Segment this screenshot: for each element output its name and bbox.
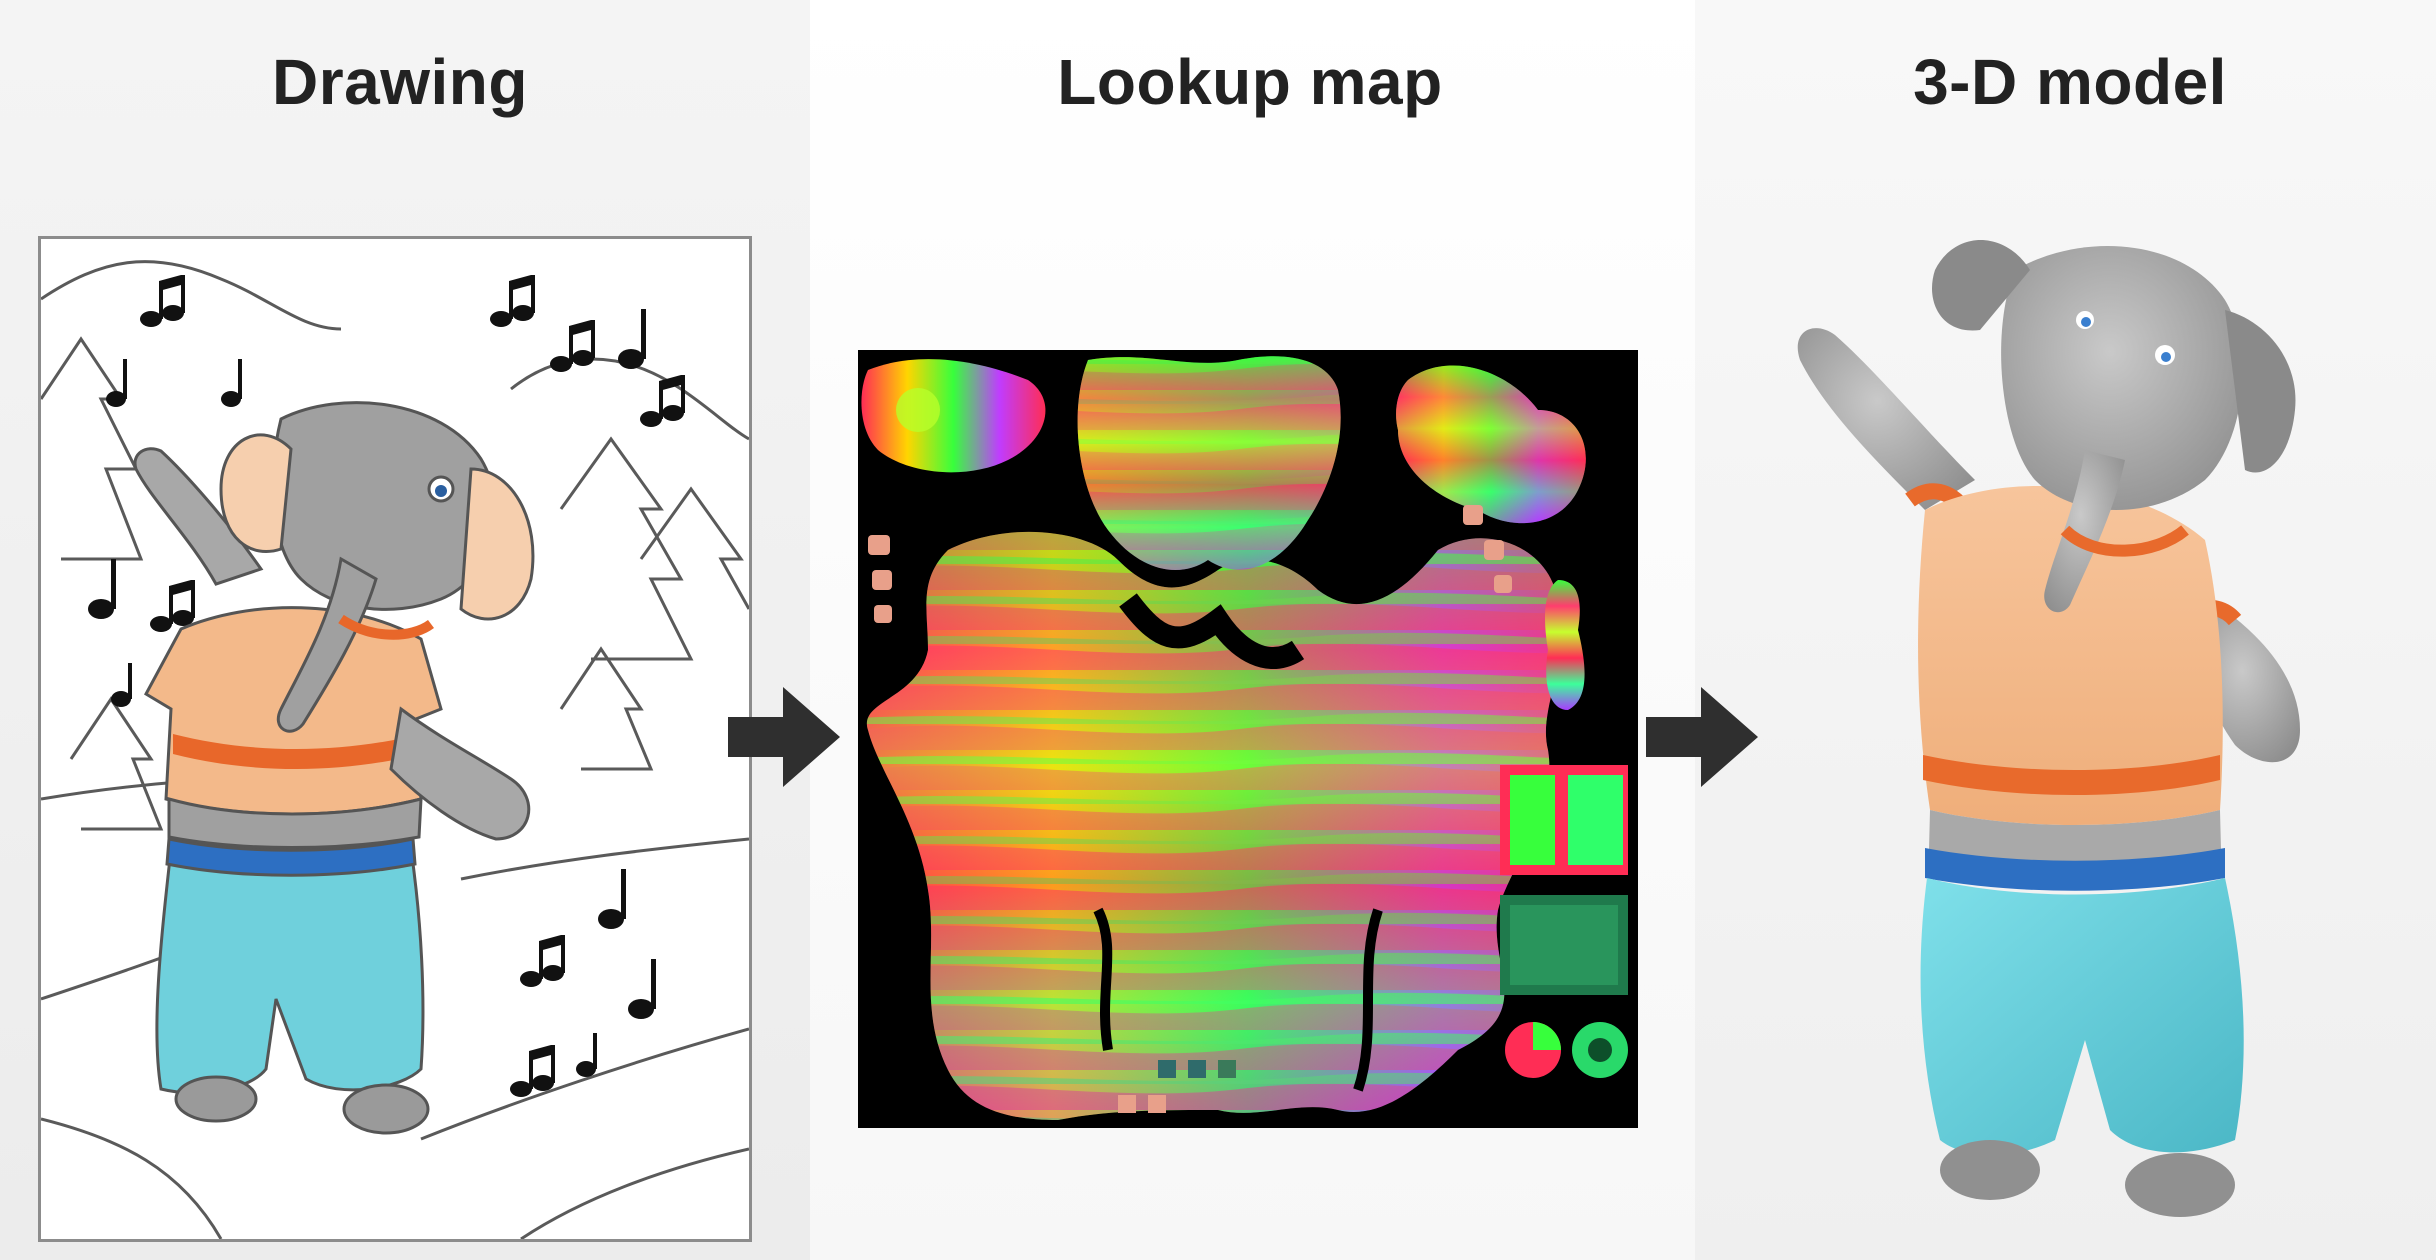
model-3d-image <box>1755 210 2395 1255</box>
drawing-image <box>38 236 752 1242</box>
lookup-map-image <box>858 350 1638 1128</box>
elephant-drawing <box>41 260 749 1239</box>
uv-lookup-texture <box>861 356 1628 1120</box>
right-arrow-icon <box>1646 682 1758 792</box>
drawing-title: Drawing <box>272 46 528 118</box>
elephant-figure <box>133 401 535 1135</box>
right-arrow-icon <box>728 682 840 792</box>
music-note-icons <box>88 275 685 1097</box>
lookup-map-title: Lookup map <box>1057 46 1443 118</box>
model-3d-title: 3-D model <box>1913 46 2227 118</box>
elephant-3d-model <box>1797 240 2300 1217</box>
